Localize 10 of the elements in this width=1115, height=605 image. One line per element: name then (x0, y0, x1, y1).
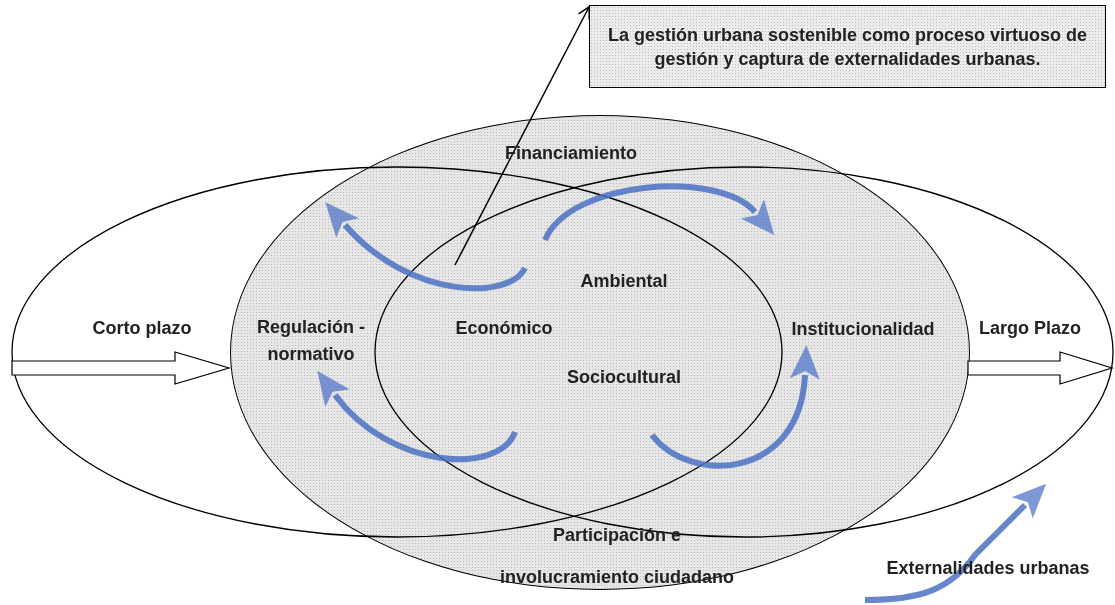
title-box (589, 5, 1106, 88)
dimension-label: Ambiental (579, 269, 669, 293)
time-label: Corto plazo (91, 316, 193, 340)
dimension-label: Sociocultural (566, 365, 682, 389)
dimension-label: Económico (454, 316, 554, 340)
title-text: La gestión urbana sostenible como proceso virtuoso de gestión y captura de externalidades urbanas. (606, 23, 1089, 71)
time-label: Largo Plazo (978, 316, 1082, 340)
leader-line (454, 6, 590, 266)
dimension-label: Regulación - normativo (256, 316, 366, 366)
dimension-label: Institucionalidad (790, 317, 936, 341)
